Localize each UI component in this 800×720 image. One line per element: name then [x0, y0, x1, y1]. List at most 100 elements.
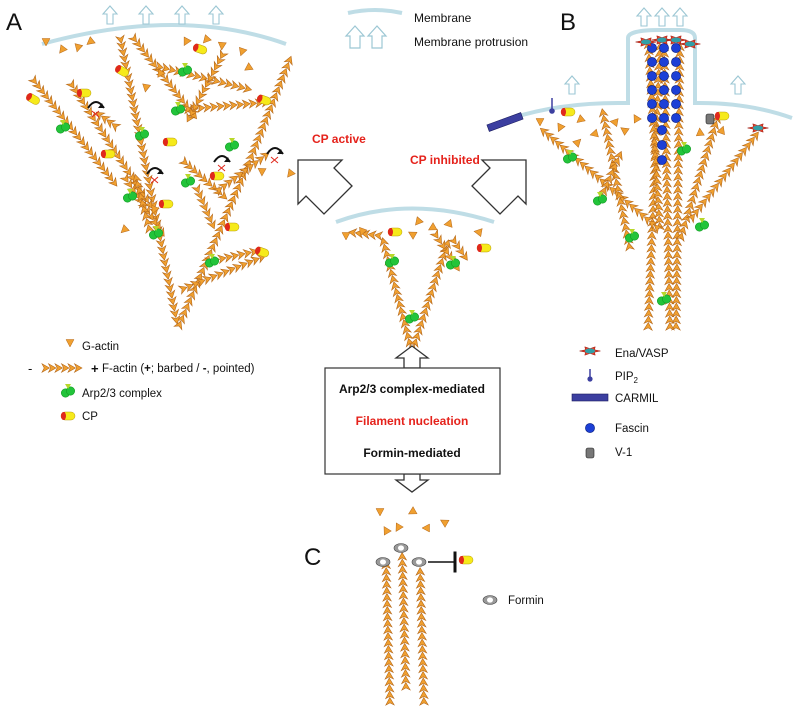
- formin-mediated-label: Formin-mediated: [363, 446, 460, 460]
- g-actin: [341, 232, 351, 241]
- actin-filament: [539, 127, 664, 235]
- molecules: [26, 34, 769, 605]
- ena-vasp-label: Ena/VASP: [615, 348, 669, 360]
- g-actin: [359, 226, 368, 237]
- cp-active-label: CP active: [312, 132, 366, 146]
- arp23-complex: [178, 63, 193, 77]
- membrane-legend-label: Membrane: [414, 11, 472, 25]
- g-actin: [183, 36, 192, 47]
- arp23-complex: [592, 192, 607, 206]
- fascin: [585, 423, 595, 433]
- g-actin: [633, 114, 642, 124]
- arp23-complex: [384, 254, 399, 268]
- arp23-complex: [404, 310, 419, 324]
- fascin: [657, 140, 667, 150]
- cp-release-arrow: [87, 101, 105, 118]
- g-actin: [142, 83, 152, 93]
- actin-filament: [177, 254, 266, 295]
- arp23-label: Arp2/3 complex: [82, 388, 162, 400]
- pip2: [549, 108, 555, 114]
- panel-label-a: A: [6, 9, 22, 36]
- g-actin: [74, 43, 84, 53]
- carmil: [486, 112, 524, 132]
- arrow-to-panel-b: [471, 159, 527, 215]
- capping-protein: [476, 243, 492, 253]
- g-actin: [716, 125, 725, 136]
- ena-vasp: [679, 39, 701, 49]
- f-actin-label: F-actin (+; barbed / -, pointed): [102, 363, 255, 375]
- protrusion-arrow: [563, 75, 581, 95]
- actin-filament: [41, 363, 83, 373]
- arp23-complex: [55, 120, 70, 134]
- cp-inhibited-label: CP inhibited: [410, 153, 480, 167]
- arp23-complex: [694, 218, 709, 232]
- fascin: [647, 57, 657, 67]
- actin-filament: [643, 40, 665, 232]
- fascin: [657, 155, 667, 165]
- g-actin: [375, 508, 385, 517]
- g-actin: [217, 41, 227, 51]
- capping-protein: [192, 43, 208, 55]
- actin-filament: [447, 234, 468, 261]
- capping-protein: [714, 111, 730, 121]
- fascin: [659, 85, 669, 95]
- membrane-panel-b: [511, 28, 793, 120]
- g-actin: [440, 519, 450, 528]
- fascin: [671, 85, 681, 95]
- arrow-down-from-box: [394, 473, 430, 493]
- cp-release-arrow: [146, 167, 164, 184]
- actin-filament: [191, 183, 216, 230]
- actin-filament: [95, 111, 122, 133]
- protrusion-arrow: [173, 5, 191, 25]
- actin-filament: [348, 228, 384, 242]
- actin-filament: [186, 49, 229, 123]
- g-actin: [408, 506, 418, 515]
- g-actin: [239, 47, 248, 57]
- capping-protein: [560, 107, 576, 117]
- g-actin: [443, 218, 453, 228]
- ena-vasp: [665, 35, 687, 45]
- membrane-center: [335, 206, 495, 224]
- protrusion-arrow: [635, 7, 653, 27]
- fascin: [647, 85, 657, 95]
- f-actin-minus-sign: -: [28, 361, 32, 376]
- g-actin: [421, 523, 430, 533]
- actin-filament: [397, 551, 411, 691]
- g-actin: [572, 138, 582, 148]
- capping-protein: [256, 94, 272, 106]
- fascin: [657, 125, 667, 135]
- g-actin: [65, 339, 75, 348]
- carmil-label: CARMIL: [615, 393, 659, 405]
- g-actin: [257, 168, 267, 177]
- g-actin-label: G-actin: [82, 341, 119, 353]
- actin-filament: [212, 152, 270, 197]
- capping-protein: [115, 65, 129, 77]
- protrusion-arrow: [137, 5, 155, 25]
- fascin: [647, 71, 657, 81]
- panel-label-b: B: [560, 9, 576, 36]
- g-actin: [408, 231, 418, 240]
- g-actin: [383, 526, 392, 536]
- arp23-complex: [171, 102, 186, 116]
- capping-protein: [60, 411, 76, 421]
- arp23-complex: [656, 292, 671, 306]
- actin-filament: [429, 228, 460, 272]
- arp23-complex: [135, 127, 150, 141]
- arrow-to-panel-a: [297, 159, 353, 215]
- cp-release-arrow: [266, 147, 284, 164]
- arp23-complex: [624, 229, 639, 243]
- protrusion-legend-label: Membrane protrusion: [414, 35, 528, 49]
- capping-protein: [224, 222, 240, 232]
- v1-label: V-1: [615, 447, 632, 459]
- cp-label: CP: [82, 411, 98, 423]
- fascin-label: Fascin: [615, 423, 649, 435]
- formin-legend-label: Formin: [508, 595, 544, 607]
- g-actin: [395, 522, 404, 532]
- pip2-legend-icon: [587, 376, 593, 382]
- formin: [482, 595, 498, 605]
- g-actin: [415, 216, 424, 226]
- g-actin: [535, 118, 545, 127]
- g-actin: [244, 62, 254, 71]
- actin-filament: [659, 42, 675, 331]
- cp-release-arrow: [213, 155, 231, 172]
